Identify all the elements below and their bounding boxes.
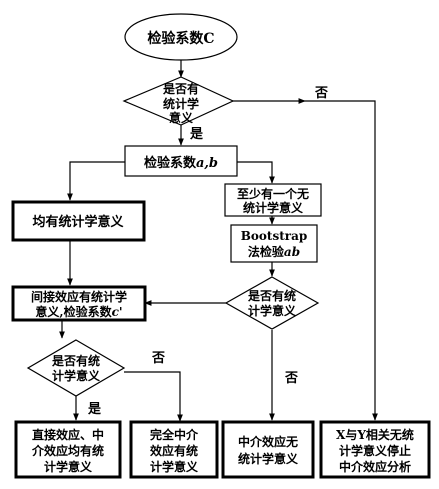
decision-relationship-sig: 是否有 统计学 意义 (122, 76, 235, 126)
step-test-coefficients: 检验系数a,b (124, 145, 238, 177)
bootstrap-var: ab (284, 245, 300, 259)
one-nonsig-line2: 统计学意义 (243, 200, 304, 215)
decision-ab-sig: 是否有统 计学意义 (224, 276, 320, 330)
label-yes-decision1: 是 (189, 127, 204, 142)
arrow-decision-c-no (124, 371, 183, 422)
label-no-decision-c: 否 (151, 351, 165, 366)
end-no-mediation: 中介效应无 统计学意义 (221, 420, 315, 479)
start-label: 检验系数C (147, 30, 214, 47)
result-both-significant: 均有统计学意义 (11, 200, 146, 242)
arrow-to-one-nonsig (237, 161, 275, 184)
partial-line2: 介效应均有统 (31, 443, 104, 458)
label-no-decision-ab: 否 (284, 371, 298, 386)
full-line1: 完全中介 (150, 427, 199, 442)
arrow-to-both-sig (67, 161, 125, 201)
label-no-decision1: 否 (314, 86, 328, 101)
end-partial-mediation: 直接效应、中 介效应均有统 计学意义 (14, 420, 122, 479)
indirect-var: c' (112, 305, 123, 319)
indirect-line1: 间接效应有统计学 (31, 289, 127, 304)
full-line2: 效应有统 (150, 443, 198, 458)
step-coef-vars: a,b (196, 156, 218, 171)
result-one-nonsignificant: 至少有一个无 统计学意义 (224, 183, 322, 217)
step-coef-label: 检验系数 (144, 155, 197, 171)
label-yes-decision-c: 是 (87, 402, 102, 417)
one-nonsig-line1: 至少有一个无 (237, 186, 309, 201)
result-indirect-significant: 间接效应有统计学 意义,检验系数c' (11, 285, 147, 322)
connectors (59, 60, 378, 422)
decision-c-prime-sig: 是否有统 计学意义 (26, 339, 126, 397)
start-node: 检验系数C (124, 13, 238, 61)
bootstrap-line1: Bootstrap (241, 229, 307, 243)
both-sig-label: 均有统计学意义 (32, 214, 124, 230)
end-stop-analysis: X与Y相关无统 计学意义停止 中介效应分析 (319, 420, 431, 479)
no-mediation-line1: 中介效应无 (238, 434, 298, 449)
decision-ab-line1: 是否有统 (247, 288, 296, 303)
svg-text:检验系数a,b: 检验系数a,b (144, 155, 218, 171)
decision1-line3: 意义 (169, 110, 194, 125)
full-line3: 计学意义 (150, 459, 199, 474)
arrow-to-stop (305, 100, 378, 421)
bootstrap-line2: 法检验 (248, 244, 285, 259)
decision1-line1: 是否有 (162, 81, 199, 96)
indirect-line2: 意义,检验系数 (35, 304, 112, 319)
decision-c-line1: 是否有统 (51, 353, 100, 368)
svg-text:意义,检验系数c': 意义,检验系数c' (35, 304, 122, 319)
decision1-line2: 统计学 (163, 96, 199, 111)
decision-c-line2: 计学意义 (52, 368, 101, 383)
decision-ab-line2: 计学意义 (248, 303, 297, 318)
no-mediation-line2: 统计学意义 (238, 451, 299, 466)
svg-text:法检验ab: 法检验ab (248, 244, 300, 259)
end-full-mediation: 完全中介 效应有统 计学意义 (129, 420, 219, 479)
step-bootstrap: Bootstrap 法检验ab (230, 224, 318, 263)
stop-line2: 计学意义停止 (339, 443, 411, 458)
partial-line3: 计学意义 (44, 459, 93, 474)
partial-line1: 直接效应、中 (32, 427, 104, 442)
stop-line1: X与Y相关无统 (336, 427, 414, 442)
stop-line3: 中介效应分析 (339, 459, 411, 474)
